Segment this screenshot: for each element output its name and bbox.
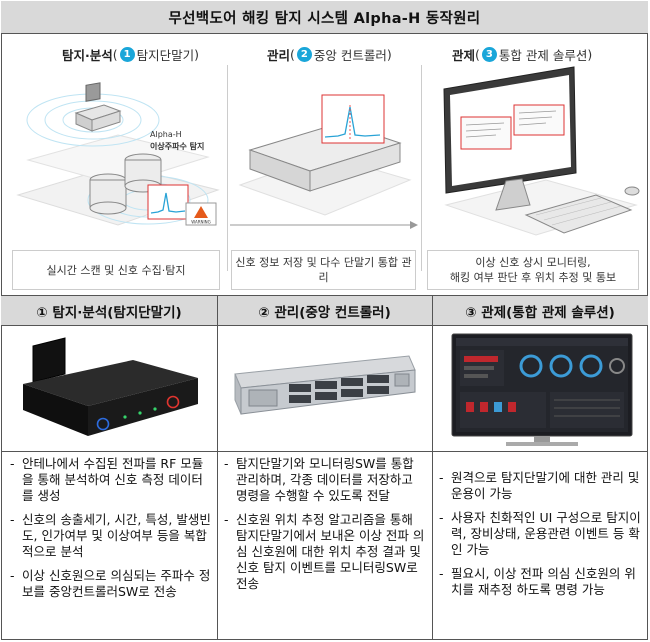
list-item: 탐지단말기와 모니터링SW를 통합 관리하며, 각종 데이터를 저장하고 명령을… bbox=[222, 456, 427, 504]
stage-strong: 관제 bbox=[452, 48, 476, 63]
monitoring-illustration bbox=[443, 66, 640, 236]
controller-illustration bbox=[230, 94, 418, 229]
control-solution-image bbox=[451, 333, 633, 446]
control-bullet-list: 원격으로 탐지단말기에 대한 관리 및 운용이 가능 사용자 친화적인 UI 구… bbox=[437, 470, 642, 606]
stage-caption-detect: 실시간 스캔 및 신호 수집·탐지 bbox=[12, 250, 220, 290]
row-divider bbox=[1, 451, 648, 452]
warning-label: WARNING bbox=[191, 220, 211, 225]
list-item: 신호의 송출세기, 시간, 특성, 발생빈도, 인가여부 및 이상여부 등을 복… bbox=[8, 512, 212, 560]
document-title: 무선백도어 해킹 탐지 시스템 Alpha-H 동작원리 bbox=[1, 1, 648, 34]
column-divider bbox=[217, 295, 218, 640]
list-item: 원격으로 탐지단말기에 대한 관리 및 운용이 가능 bbox=[437, 470, 642, 502]
list-item: 이상 신호원으로 의심되는 주파수 정보를 중앙컨트롤러SW로 전송 bbox=[8, 568, 212, 600]
step-number-badge: 1 bbox=[119, 47, 135, 62]
stage-strong: 관리 bbox=[267, 48, 291, 63]
column-header-control: ③ 관제(통합 관제 솔루션) bbox=[465, 304, 615, 321]
central-controller-image bbox=[234, 355, 416, 415]
column-header-manage: ② 관리(중앙 컨트롤러) bbox=[258, 304, 391, 321]
stage-strong: 탐지·분석 bbox=[62, 48, 113, 63]
caption-line: 해킹 여부 판단 후 위치 추정 및 통보 bbox=[449, 271, 617, 284]
column-header-row: ① 탐지·분석(탐지단말기) ② 관리(중앙 컨트롤러) ③ 관제(통합 관제 … bbox=[1, 295, 648, 326]
stage-divider bbox=[421, 65, 422, 271]
list-item: 필요시, 이상 전파 의심 신호원의 위치를 재추정 하도록 명령 가능 bbox=[437, 566, 642, 598]
column-header-detect: ① 탐지·분석(탐지단말기) bbox=[36, 304, 182, 321]
detect-bullet-list: 안테나에서 수집된 전파를 RF 모듈을 통해 분석하여 신호 측정 데이터를 … bbox=[8, 456, 212, 608]
detection-illustration: WARNING Alpha-H 이상주파수 탐지 bbox=[16, 82, 220, 226]
step-number-badge: 3 bbox=[481, 47, 497, 62]
list-item: 사용자 친화적인 UI 구성으로 탐지이력, 장비상태, 운용관련 이벤트 등 … bbox=[437, 510, 642, 558]
detector-terminal-image bbox=[23, 337, 198, 436]
stage-caption-control: 이상 신호 상시 모니터링, 해킹 여부 판단 후 위치 추정 및 통보 bbox=[427, 250, 639, 290]
list-item: 신호원 위치 추정 알고리즘을 통해 탐지단말기에서 보내온 이상 전파 의심 … bbox=[222, 512, 427, 592]
step-number-badge: 2 bbox=[296, 47, 312, 62]
stage-sub: 중앙 컨트롤러 bbox=[313, 48, 387, 63]
list-item: 안테나에서 수집된 전파를 RF 모듈을 통해 분석하여 신호 측정 데이터를 … bbox=[8, 456, 212, 504]
manage-bullet-list: 탐지단말기와 모니터링SW를 통합 관리하며, 각종 데이터를 저장하고 명령을… bbox=[222, 456, 427, 600]
caption-line: 이상 신호 상시 모니터링, bbox=[475, 256, 591, 269]
alpha-h-label: Alpha-H bbox=[150, 130, 182, 139]
stage-caption-manage: 신호 정보 저장 및 다수 단말기 통합 관리 bbox=[231, 250, 416, 290]
stage-sub: 탐지단말기 bbox=[136, 48, 195, 63]
stage-divider bbox=[227, 65, 228, 271]
column-divider bbox=[432, 295, 433, 640]
stage-sub: 통합 관제 솔루션 bbox=[498, 48, 588, 63]
detector-label: 이상주파수 탐지 bbox=[150, 141, 204, 151]
